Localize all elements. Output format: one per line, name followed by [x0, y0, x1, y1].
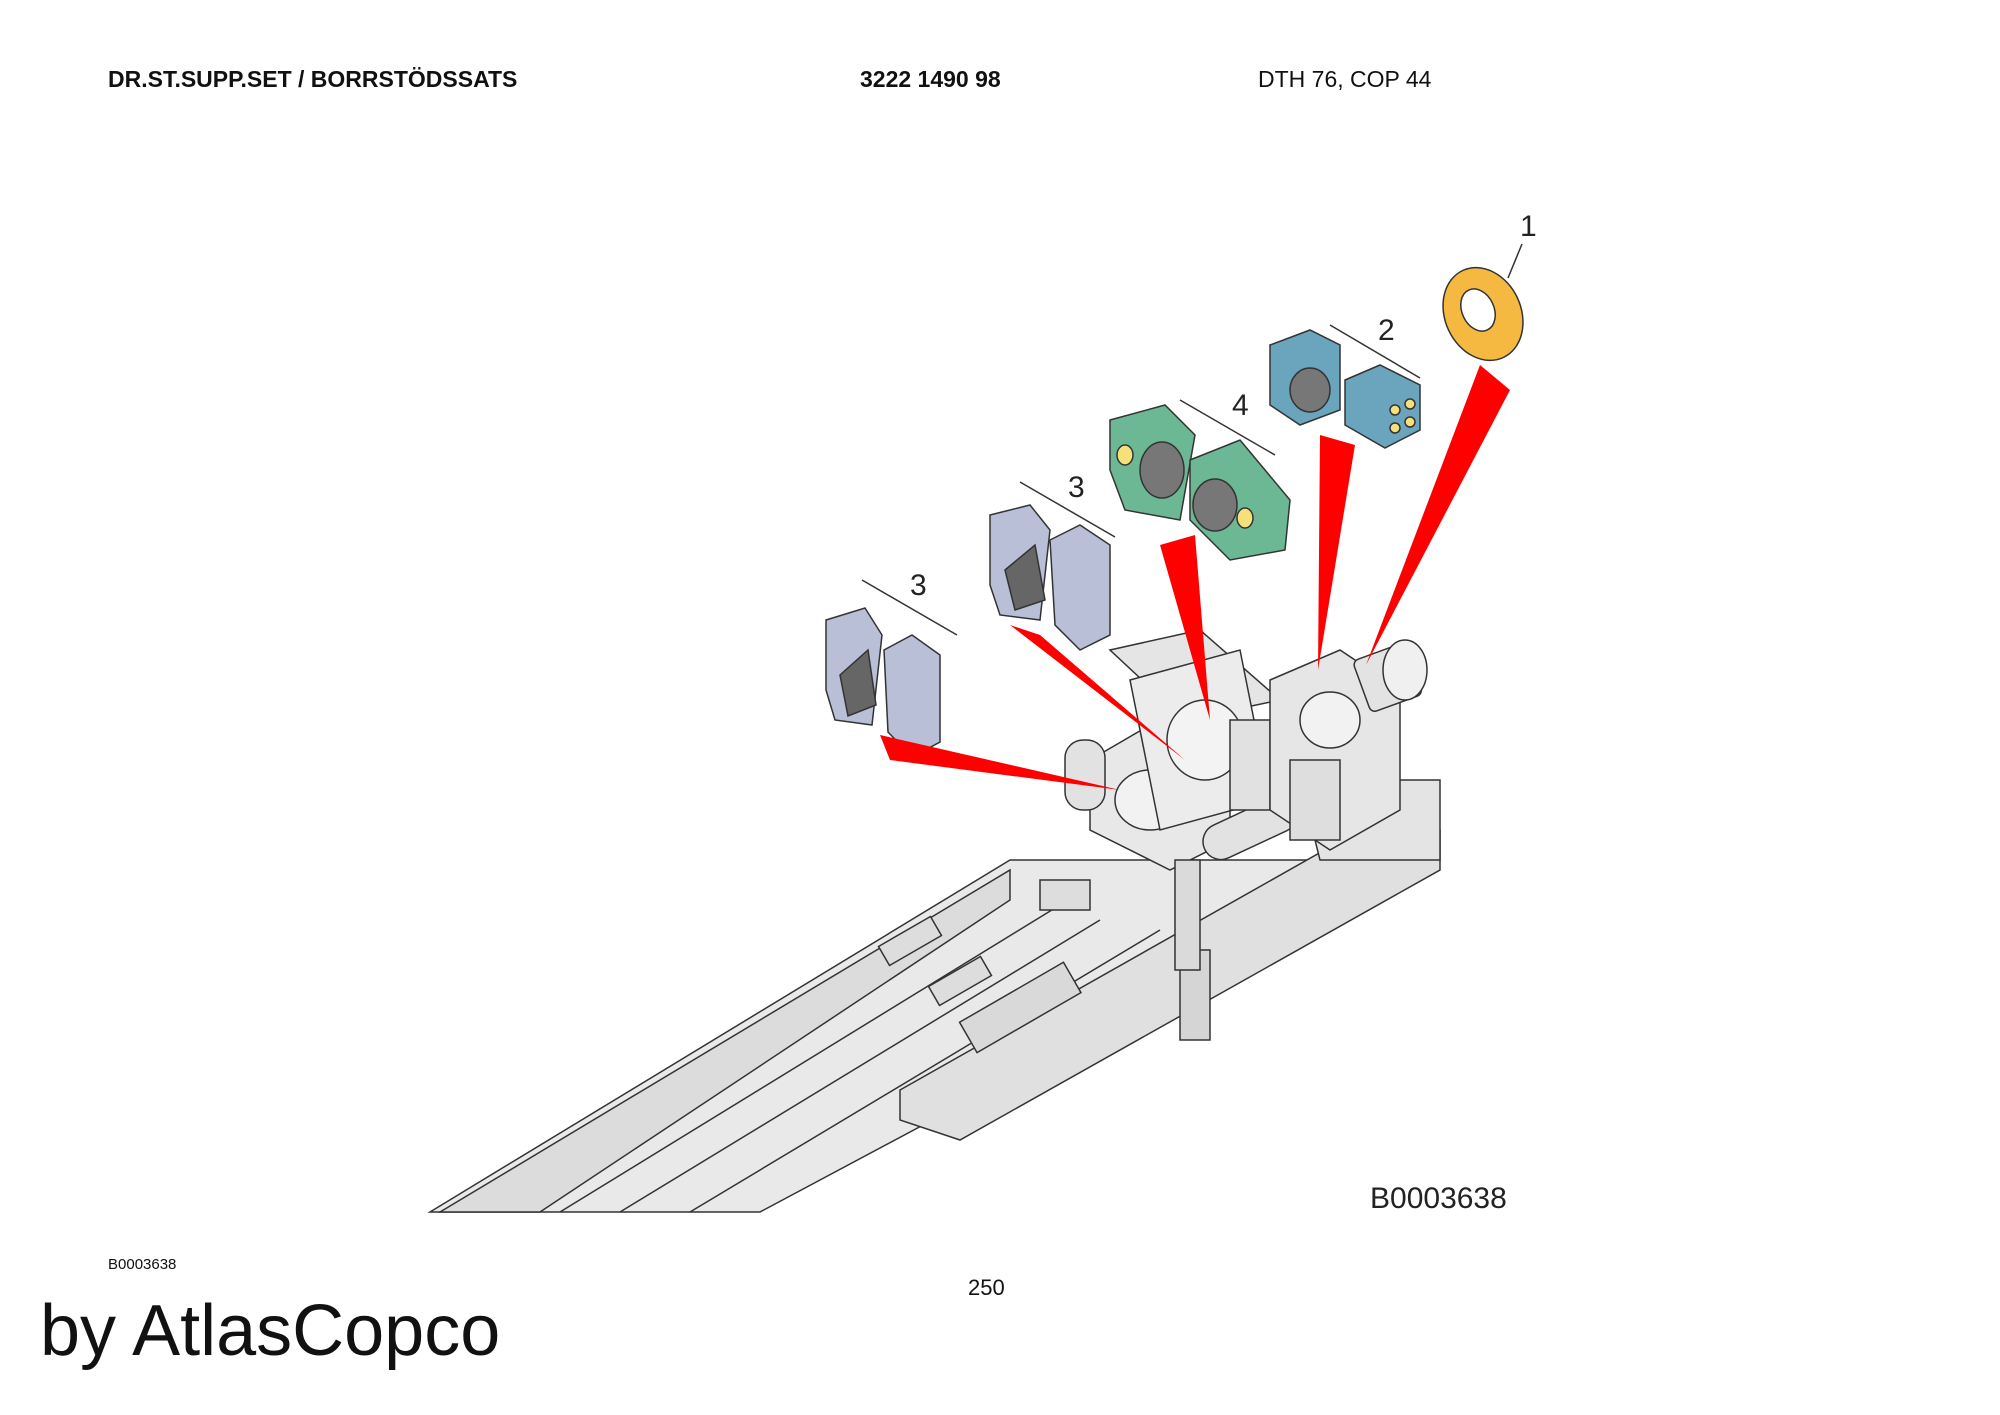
callout-3-upper: 3 — [1068, 471, 1085, 504]
page-number: 250 — [968, 1275, 1005, 1300]
brand-watermark: by AtlasCopco — [40, 1291, 501, 1371]
figure-code-footer: B0003638 — [108, 1256, 177, 1273]
part-4-green-blocks — [1109, 404, 1291, 561]
part-3-grey-blocks-upper — [989, 504, 1111, 651]
center-support-housing — [1108, 629, 1282, 831]
document-title: DR.ST.SUPP.SET / BORRSTÖDSSATS — [108, 66, 518, 92]
callout-2: 2 — [1378, 314, 1395, 347]
machine-models: DTH 76, COP 44 — [1258, 66, 1432, 92]
part-1-ring — [1442, 266, 1524, 362]
part-number: 3222 1490 98 — [860, 66, 1001, 92]
callouts: 1 2 4 3 3 — [861, 210, 1537, 636]
feed-beam — [427, 779, 1441, 1213]
callout-1: 1 — [1520, 210, 1537, 243]
figure-code-in-diagram: B0003638 — [1370, 1182, 1507, 1215]
rear-support-housing — [1269, 639, 1428, 851]
callout-3-lower: 3 — [910, 569, 927, 602]
callout-4: 4 — [1232, 389, 1249, 422]
leader-lines — [880, 365, 1510, 790]
part-3-grey-blocks-lower — [825, 607, 941, 758]
part-2-blue-blocks — [1269, 329, 1421, 449]
